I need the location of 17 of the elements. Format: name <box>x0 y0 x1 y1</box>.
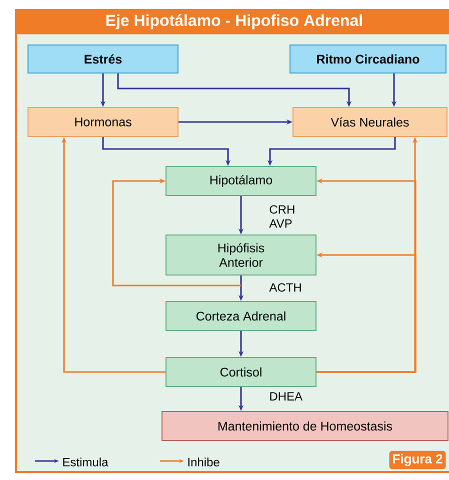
input-box: Ritmo Circadiano <box>290 44 446 74</box>
process-box: Hipófisis Anterior <box>166 234 316 276</box>
input-box: Hormonas <box>28 107 178 137</box>
legend-label: Estimula <box>63 458 108 466</box>
process-box: Hipotálamo <box>166 166 316 196</box>
legend-label: Inhibe <box>188 458 220 466</box>
title-band: Eje Hipotálamo - Hipofiso Adrenal <box>16 9 449 34</box>
edge-label: DHEA <box>270 392 302 400</box>
arrow <box>112 178 241 286</box>
edge-label: CRH AVP <box>269 205 294 228</box>
process-box: Corteza Adrenal <box>166 301 316 331</box>
edge-label: ACTH <box>269 283 301 292</box>
outcome-box: Mantenimiento de Homeostasis <box>162 411 448 441</box>
input-box: Vías Neurales <box>292 107 448 137</box>
figure-badge: Figura 2 <box>389 450 446 470</box>
process-box: Cortisol <box>166 357 316 387</box>
input-box: Estrés <box>28 44 178 74</box>
